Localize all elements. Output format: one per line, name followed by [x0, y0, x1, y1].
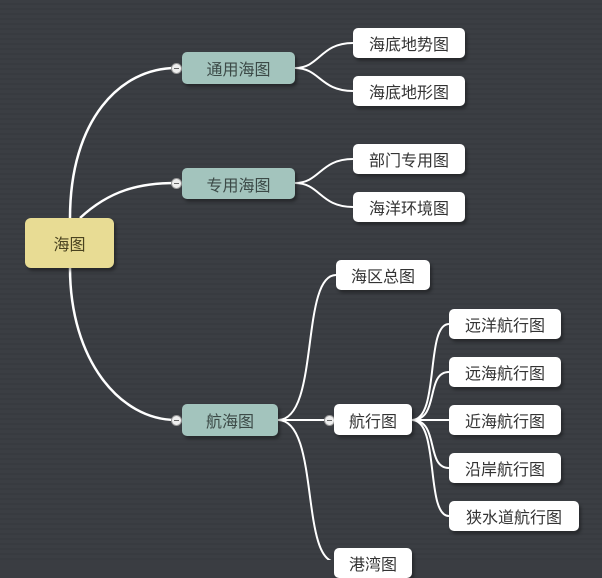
connector-lines: [68, 42, 450, 560]
leaf-label: 狭水道航行图: [465, 508, 562, 527]
collapse-toggle-icon[interactable]: [171, 415, 182, 426]
leaf-label: 航行图: [348, 411, 397, 431]
leaf-label: 海底地势图: [368, 35, 449, 54]
leaf-label: 沿岸航行图: [464, 460, 545, 479]
leaf-node[interactable]: 沿岸航行图: [449, 453, 561, 483]
leaf-node[interactable]: 远海航行图: [449, 357, 561, 387]
branch-label: 通用海图: [206, 60, 271, 79]
leaf-label: 部门专用图: [368, 151, 449, 170]
leaf-label: 海底地形图: [368, 83, 449, 102]
leaf-node[interactable]: 海洋环境图: [353, 192, 465, 222]
root-node[interactable]: 海图: [25, 218, 114, 268]
leaf-node[interactable]: 海底地势图: [353, 28, 465, 58]
leaf-node[interactable]: 近海航行图: [449, 405, 561, 435]
leaf-node[interactable]: 港湾图: [334, 548, 412, 578]
branch-label: 专用海图: [206, 175, 271, 195]
root-label: 海图: [53, 235, 86, 254]
leaf-node[interactable]: 部门专用图: [353, 144, 465, 174]
branch-node-nautical[interactable]: 航海图: [182, 404, 278, 436]
branch-label: 航海图: [205, 412, 254, 431]
leaf-label: 港湾图: [348, 555, 397, 574]
leaf-node[interactable]: 海底地形图: [353, 76, 465, 106]
leaf-label: 海区总图: [350, 267, 415, 286]
leaf-node[interactable]: 海区总图: [336, 260, 430, 290]
branch-node-general[interactable]: 通用海图: [182, 52, 295, 84]
leaf-label: 海洋环境图: [368, 199, 449, 218]
collapse-toggle-icon[interactable]: [171, 178, 182, 189]
sub-branch-node[interactable]: 航行图: [334, 404, 412, 435]
leaf-label: 近海航行图: [464, 412, 545, 431]
leaf-node[interactable]: 远洋航行图: [449, 309, 561, 339]
leaf-label: 远海航行图: [464, 364, 545, 383]
leaf-label: 远洋航行图: [464, 316, 545, 335]
collapse-toggle-icon[interactable]: [171, 63, 182, 74]
branch-node-special[interactable]: 专用海图: [182, 168, 295, 199]
leaf-node[interactable]: 狭水道航行图: [449, 501, 579, 531]
